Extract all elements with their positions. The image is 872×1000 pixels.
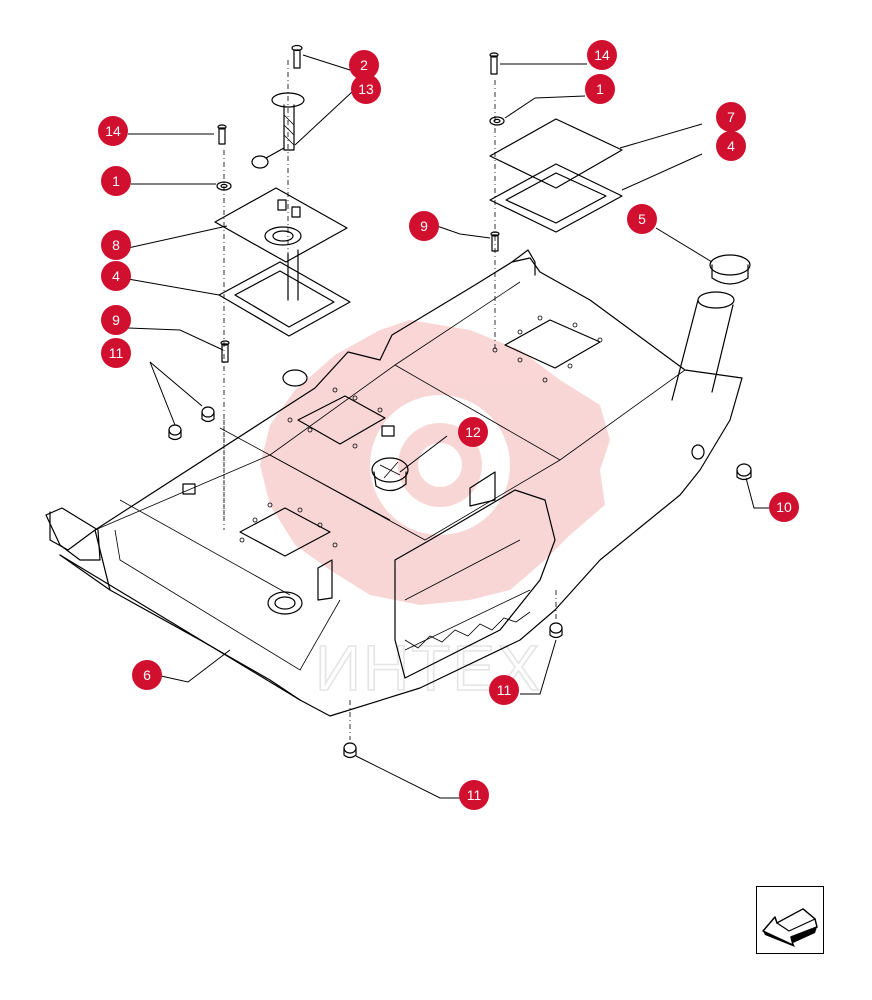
cap-part-12: [371, 457, 409, 492]
svg-text:8: 8: [112, 237, 120, 253]
callout-7[interactable]: 7: [716, 102, 746, 132]
callout-14-right[interactable]: 14: [587, 40, 617, 70]
callout-6[interactable]: 6: [132, 660, 162, 690]
watermark: ИНТЕХ: [260, 320, 610, 705]
callout-10[interactable]: 10: [769, 492, 799, 522]
cover-plate-part-8: [214, 187, 348, 301]
callout-13[interactable]: 13: [351, 74, 381, 104]
svg-text:5: 5: [638, 211, 646, 227]
left-exploded-assembly: [214, 44, 351, 520]
callout-11-bottom[interactable]: 11: [459, 780, 489, 810]
callout-12[interactable]: 12: [458, 417, 488, 447]
washer-part-1-right: [489, 116, 505, 126]
callout-2[interactable]: 2: [349, 50, 379, 80]
watermark-gear-icon: [260, 320, 610, 605]
svg-text:2: 2: [360, 57, 368, 73]
bolt-part-9-left: [220, 340, 230, 363]
svg-text:4: 4: [727, 138, 735, 154]
svg-text:13: 13: [358, 81, 374, 97]
svg-text:11: 11: [109, 345, 124, 361]
fuel-sender-part-13: [251, 92, 305, 169]
bolt-part-2: [291, 44, 303, 69]
callout-1-left[interactable]: 1: [101, 166, 131, 196]
arrow-down-left-icon: [762, 908, 818, 947]
callout-11-upper[interactable]: 11: [101, 338, 131, 368]
cover-plate-part-7: [489, 118, 623, 189]
filler-cap-part-5: [709, 254, 751, 285]
callout-1-right[interactable]: 1: [585, 74, 615, 104]
svg-text:11: 11: [467, 787, 482, 803]
svg-text:11: 11: [497, 682, 512, 698]
svg-text:4: 4: [112, 268, 120, 284]
grommet-part-11-bottom: [343, 742, 357, 759]
callout-5[interactable]: 5: [627, 204, 657, 234]
svg-text:9: 9: [112, 312, 120, 328]
callout-9-left[interactable]: 9: [101, 305, 131, 335]
right-exploded-assembly: [489, 52, 623, 350]
gasket-part-4-right: [489, 163, 623, 233]
svg-text:14: 14: [105, 123, 121, 139]
svg-text:7: 7: [727, 109, 735, 125]
svg-text:12: 12: [465, 424, 481, 440]
svg-text:6: 6: [143, 667, 151, 683]
callout-8[interactable]: 8: [101, 230, 131, 260]
grommet-part-11-upper-b: [168, 424, 182, 441]
callout-4-right[interactable]: 4: [716, 131, 746, 161]
back-navigation-button[interactable]: [756, 886, 824, 954]
grommet-part-11-upper-a: [201, 406, 215, 423]
bolt-part-14-left: [217, 124, 227, 145]
callout-11-right[interactable]: 11: [489, 675, 519, 705]
svg-text:14: 14: [594, 47, 610, 63]
gasket-part-4-left: [218, 261, 351, 337]
svg-text:1: 1: [112, 173, 120, 189]
svg-text:9: 9: [420, 218, 428, 234]
callouts: 1 1 2 4 4 5 6 7 8 9 9 10 11 11 11 12 13 …: [98, 40, 799, 810]
svg-text:10: 10: [776, 499, 792, 515]
callout-14-left[interactable]: 14: [98, 116, 128, 146]
plug-part-10: [736, 463, 752, 481]
callout-9-right[interactable]: 9: [409, 211, 439, 241]
fuel-tank-part-6: [45, 249, 743, 740]
leader-lines: [127, 54, 770, 799]
grommet-part-11-right: [549, 622, 563, 639]
bolt-part-14-right: [489, 52, 499, 75]
svg-text:1: 1: [596, 81, 604, 97]
callout-4-left[interactable]: 4: [101, 261, 131, 291]
